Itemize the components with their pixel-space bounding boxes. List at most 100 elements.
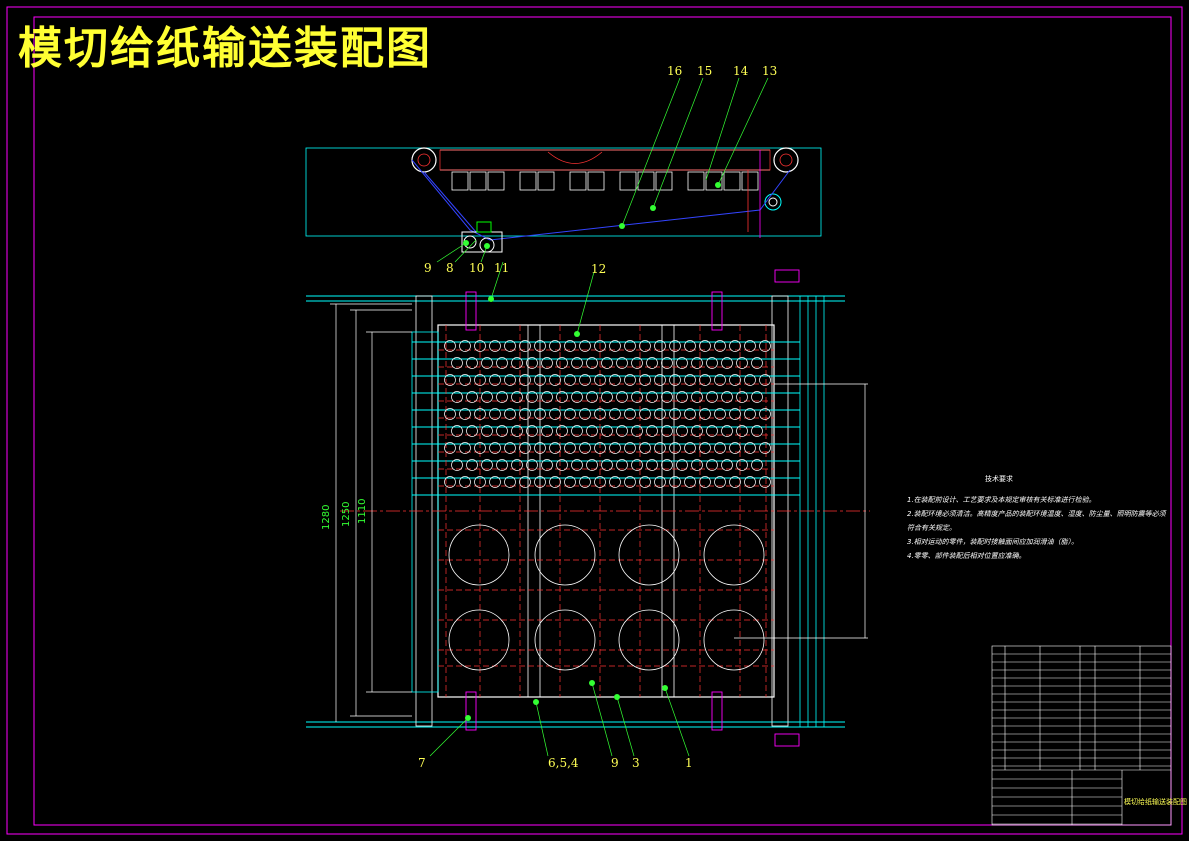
- suction-hole: [691, 391, 703, 403]
- suction-hole: [519, 408, 531, 420]
- suction-hole: [481, 391, 493, 403]
- suction-hole: [474, 374, 486, 386]
- suction-hole: [459, 476, 471, 488]
- suction-hole: [541, 357, 553, 369]
- suction-hole: [564, 340, 576, 352]
- suction-hole: [586, 425, 598, 437]
- suction-hole: [564, 408, 576, 420]
- tech-line-3: 符合有关规定。: [907, 524, 956, 532]
- suction-hole: [601, 425, 613, 437]
- suction-hole: [541, 425, 553, 437]
- dim-1110: 1110: [357, 498, 368, 524]
- dim-1280: 1280: [321, 504, 332, 530]
- suction-hole: [721, 425, 733, 437]
- outer-frame: [6, 6, 1183, 835]
- suction-hole: [526, 391, 538, 403]
- suction-hole: [714, 340, 726, 352]
- suction-hole: [579, 374, 591, 386]
- suction-hole: [639, 374, 651, 386]
- suction-hole: [444, 374, 456, 386]
- balloon-11: 11: [494, 261, 510, 275]
- title-block-drawing-name: 模切给纸输送装配图: [1124, 798, 1187, 806]
- suction-hole: [564, 442, 576, 454]
- suction-hole: [669, 408, 681, 420]
- suction-hole: [684, 340, 696, 352]
- suction-hole: [616, 459, 628, 471]
- suction-hole: [444, 340, 456, 352]
- suction-hole: [549, 374, 561, 386]
- suction-hole: [504, 442, 516, 454]
- suction-hole: [616, 391, 628, 403]
- suction-hole: [496, 357, 508, 369]
- suction-hole: [714, 442, 726, 454]
- suction-hole: [549, 476, 561, 488]
- suction-hole: [631, 425, 643, 437]
- suction-hole: [519, 442, 531, 454]
- suction-hole: [751, 459, 763, 471]
- suction-hole: [676, 459, 688, 471]
- suction-hole: [691, 459, 703, 471]
- dim-1250: 1250: [341, 501, 352, 527]
- suction-hole: [511, 459, 523, 471]
- suction-hole: [504, 340, 516, 352]
- suction-hole: [496, 391, 508, 403]
- suction-hole: [736, 459, 748, 471]
- suction-hole: [751, 357, 763, 369]
- suction-hole: [474, 408, 486, 420]
- suction-hole: [744, 442, 756, 454]
- suction-hole: [609, 374, 621, 386]
- suction-hole: [586, 357, 598, 369]
- suction-hole: [571, 459, 583, 471]
- suction-hole: [564, 374, 576, 386]
- suction-hole: [481, 425, 493, 437]
- balloon-9-bottom: 9: [611, 756, 619, 770]
- suction-hole: [736, 425, 748, 437]
- suction-hole: [699, 442, 711, 454]
- suction-hole: [654, 408, 666, 420]
- suction-hole: [639, 442, 651, 454]
- suction-hole: [684, 476, 696, 488]
- suction-hole: [601, 357, 613, 369]
- suction-hole: [699, 476, 711, 488]
- suction-hole: [646, 459, 658, 471]
- suction-hole: [684, 408, 696, 420]
- suction-hole: [474, 340, 486, 352]
- suction-hole: [609, 408, 621, 420]
- suction-hole: [556, 391, 568, 403]
- suction-hole: [571, 357, 583, 369]
- tech-line-5: 4.零零、部件装配后相对位置应准确。: [907, 552, 1026, 560]
- suction-hole: [594, 408, 606, 420]
- suction-hole: [639, 476, 651, 488]
- suction-hole: [526, 459, 538, 471]
- tech-line-2: 2.装配环境必须清洁。高精度产品的装配环境温度、湿度、防尘量、照明防震等必须: [907, 510, 1166, 518]
- suction-hole: [639, 340, 651, 352]
- suction-hole: [706, 391, 718, 403]
- suction-hole: [624, 476, 636, 488]
- suction-hole: [451, 357, 463, 369]
- suction-hole: [534, 408, 546, 420]
- suction-hole: [714, 408, 726, 420]
- suction-hole: [759, 442, 771, 454]
- suction-hole: [654, 340, 666, 352]
- suction-hole: [496, 425, 508, 437]
- inner-frame: [33, 16, 1172, 826]
- suction-hole: [759, 476, 771, 488]
- suction-hole: [736, 357, 748, 369]
- suction-hole: [631, 459, 643, 471]
- tech-heading: 技术要求: [985, 475, 1013, 483]
- suction-hole: [699, 340, 711, 352]
- suction-hole: [466, 391, 478, 403]
- suction-hole: [706, 459, 718, 471]
- suction-hole: [684, 374, 696, 386]
- suction-hole: [489, 476, 501, 488]
- suction-hole: [714, 374, 726, 386]
- suction-hole: [609, 340, 621, 352]
- suction-hole: [699, 374, 711, 386]
- balloon-1: 1: [685, 756, 693, 770]
- suction-hole: [526, 425, 538, 437]
- suction-hole: [729, 408, 741, 420]
- suction-hole: [646, 391, 658, 403]
- balloon-16: 16: [667, 64, 683, 78]
- balloon-9: 9: [424, 261, 432, 275]
- suction-hole: [654, 476, 666, 488]
